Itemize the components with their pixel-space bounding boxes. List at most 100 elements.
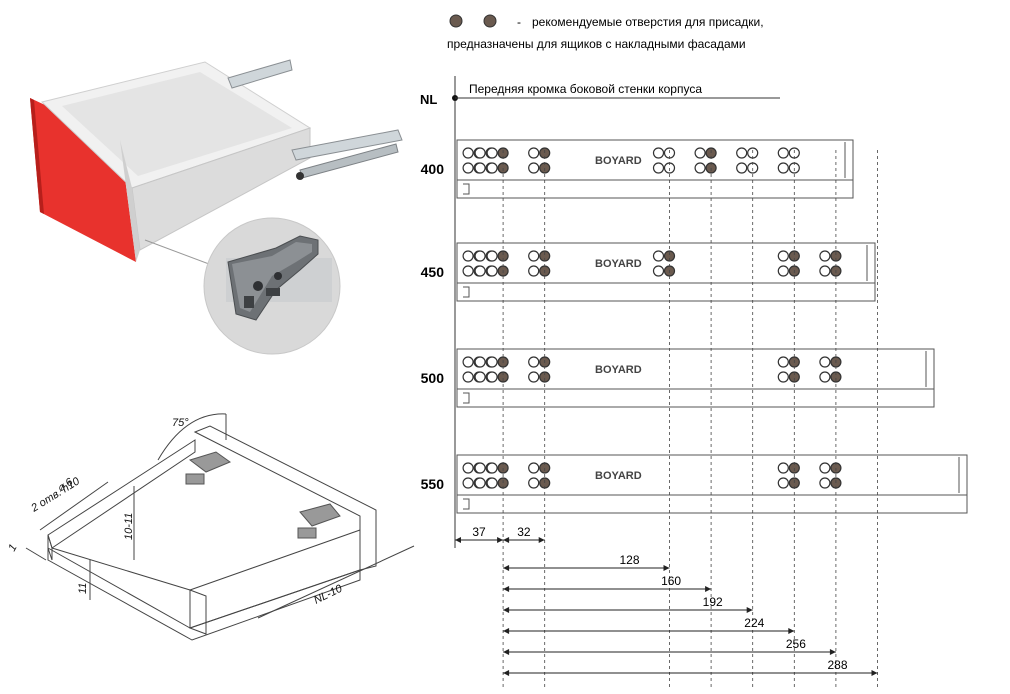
sketch-side-offset-label: 1 — [6, 542, 19, 553]
mounting-hole — [777, 477, 789, 489]
mounting-hole — [652, 265, 665, 277]
mounting-hole — [486, 147, 498, 159]
mounting-hole — [777, 162, 789, 174]
nl-reference: NL Передняя кромка боковой стенки корпус… — [420, 76, 780, 548]
sketch-height-label: 10-11 — [123, 513, 135, 540]
mounting-hole — [474, 250, 486, 262]
dim-spacing: 288 — [503, 658, 878, 676]
dim-spacing: 256 — [503, 637, 836, 655]
mounting-hole — [528, 147, 540, 159]
dimensions-layer: 37 32 128 160 192 224 256 288 — [455, 150, 878, 688]
mounting-hole — [777, 265, 789, 277]
mounting-hole — [486, 265, 498, 277]
mounting-hole — [777, 147, 789, 159]
mounting-hole — [486, 371, 498, 383]
legend-marker: - — [517, 15, 521, 29]
dim-label: 256 — [786, 637, 806, 651]
mounting-hole — [652, 162, 665, 174]
mounting-hole — [777, 371, 789, 383]
mounting-hole — [694, 162, 706, 174]
mounting-hole — [819, 371, 831, 383]
dim-offset-37: 37 — [455, 525, 504, 543]
dim-label: 224 — [744, 616, 764, 630]
dim-label: 32 — [517, 525, 531, 539]
mounting-hole — [528, 371, 540, 383]
rail-hook-icon — [463, 392, 470, 404]
mounting-hole — [819, 250, 831, 262]
dim-label: 192 — [703, 595, 723, 609]
mounting-hole — [528, 162, 540, 174]
legend-hole-icon — [483, 14, 497, 28]
dim-label: 288 — [827, 658, 847, 672]
mounting-hole — [777, 462, 789, 474]
mounting-hole — [474, 462, 486, 474]
mounting-hole — [736, 162, 748, 174]
nl-label: NL — [420, 92, 437, 107]
dim-label: 160 — [661, 574, 681, 588]
dim-label: 128 — [619, 553, 639, 567]
sketch-hole-count-label: 2 отв. h10 — [28, 475, 82, 515]
mounting-hole — [462, 162, 474, 174]
drawer-rail: BOYARD 400 — [421, 139, 854, 199]
legend-line-1: рекомендуемые отверстия для присадки, — [532, 15, 764, 29]
mounting-hole — [652, 147, 665, 159]
rail-hook-icon — [463, 498, 470, 510]
mounting-hole — [528, 250, 540, 262]
sketch-length-label: NL-10 — [312, 582, 345, 606]
rail-length-label: 500 — [421, 370, 445, 386]
mounting-hole — [694, 147, 706, 159]
sketch-angle-label: 75° — [172, 417, 189, 429]
mounting-hole — [528, 462, 540, 474]
sketch-labels: 75° ⌀ 6 2 отв. h10 1 10-11 11 NL-10 — [6, 417, 345, 607]
mounting-hole — [462, 265, 474, 277]
rail-length-label: 550 — [421, 476, 445, 492]
sketch-bottom-offset-label: 11 — [77, 583, 89, 594]
mounting-hole — [474, 162, 486, 174]
mounting-hole — [474, 356, 486, 368]
mounting-hole — [777, 356, 789, 368]
mounting-hole — [462, 462, 474, 474]
mounting-hole — [486, 477, 498, 489]
mounting-hole — [486, 162, 498, 174]
mounting-hole — [486, 356, 498, 368]
drawer-sketch — [25, 413, 415, 641]
mounting-hole — [652, 250, 665, 262]
mounting-hole — [777, 250, 789, 262]
mounting-hole — [474, 477, 486, 489]
brand-logo-text: BOYARD — [595, 364, 642, 376]
mounting-hole — [819, 265, 831, 277]
dim-offset-32: 32 — [503, 525, 545, 543]
drawer-render — [30, 59, 403, 355]
mounting-hole — [528, 356, 540, 368]
drawer-rail: BOYARD 450 — [421, 242, 876, 302]
legend-hole-icon — [449, 14, 463, 28]
rail-hook-icon — [463, 183, 470, 195]
rail-length-label: 400 — [421, 161, 445, 177]
nl-caption: Передняя кромка боковой стенки корпуса — [469, 82, 702, 96]
rail-length-label: 450 — [421, 264, 445, 280]
brand-logo-text: BOYARD — [595, 258, 642, 270]
mounting-hole — [474, 371, 486, 383]
mounting-hole — [462, 371, 474, 383]
latch-detail-zoom — [203, 217, 341, 355]
dim-spacing: 192 — [503, 595, 753, 613]
mounting-hole — [474, 147, 486, 159]
dim-spacing: 160 — [503, 574, 712, 592]
mounting-hole — [528, 265, 540, 277]
mounting-hole — [819, 356, 831, 368]
hole-legend: - рекомендуемые отверстия для присадки, … — [447, 14, 764, 51]
mounting-hole — [819, 462, 831, 474]
mounting-hole — [486, 250, 498, 262]
mounting-hole — [736, 147, 748, 159]
mounting-hole — [462, 477, 474, 489]
brand-logo-text: BOYARD — [595, 155, 642, 167]
dim-spacing: 224 — [503, 616, 795, 634]
mounting-hole — [462, 356, 474, 368]
drawer-rail: BOYARD 500 — [421, 348, 935, 408]
mounting-hole — [819, 477, 831, 489]
mounting-hole — [486, 462, 498, 474]
rail-hook-icon — [463, 286, 470, 298]
mounting-hole — [528, 477, 540, 489]
